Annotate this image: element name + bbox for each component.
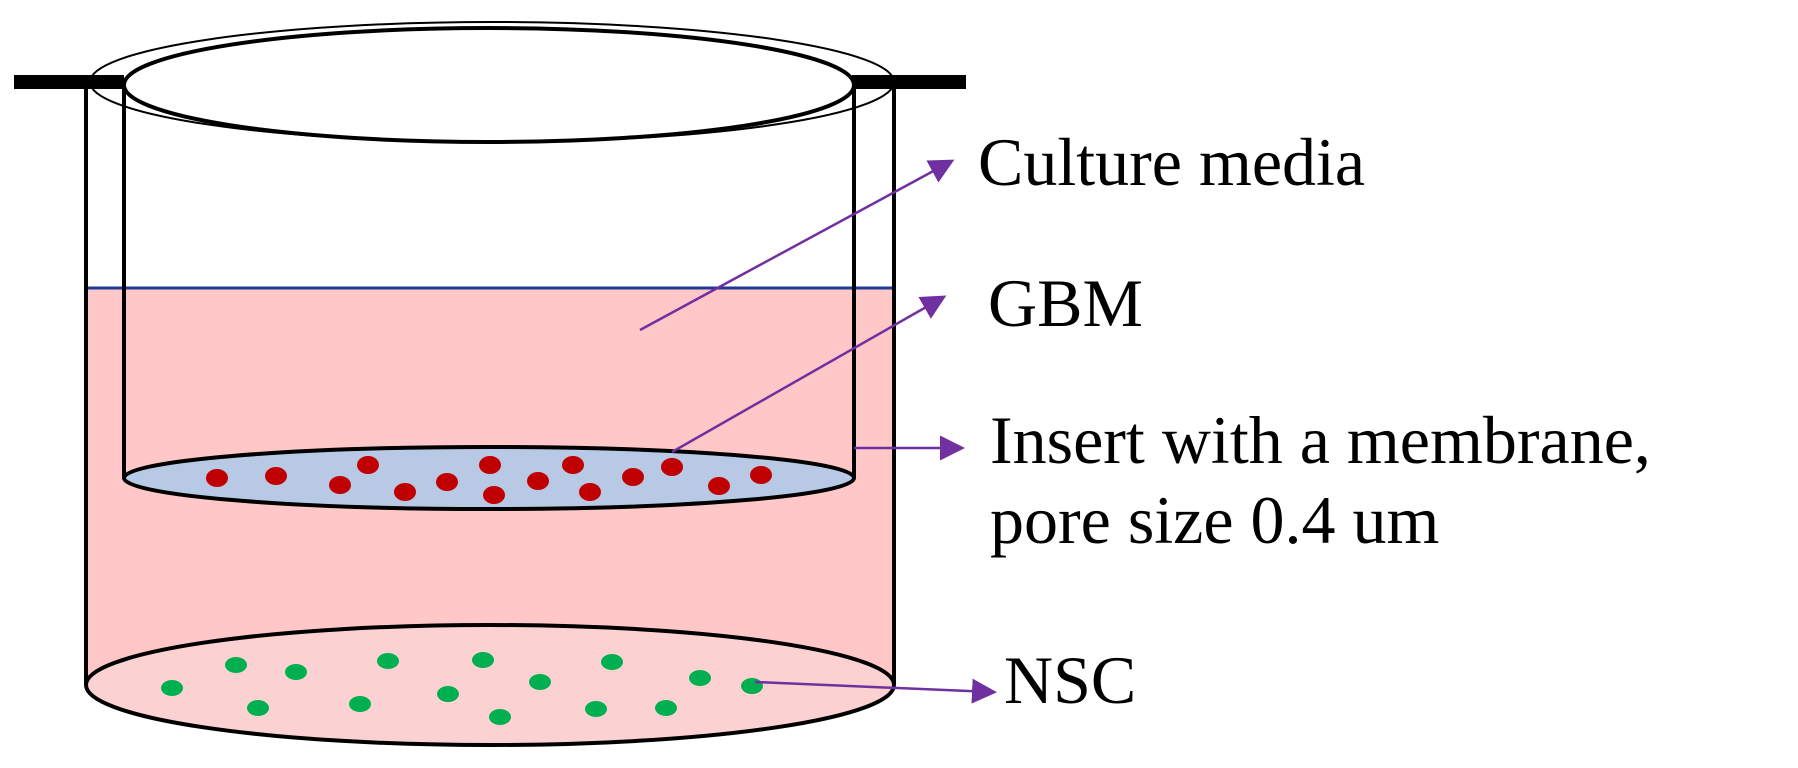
well-bottom <box>84 623 896 747</box>
nsc-label: NSC <box>1004 642 1137 718</box>
gbm-cell <box>750 466 772 484</box>
nsc-cell <box>285 664 307 680</box>
gbm-cell <box>479 456 501 474</box>
nsc-cell <box>585 701 607 717</box>
gbm-cell <box>394 483 416 501</box>
insert-top <box>122 26 856 144</box>
nsc-cell <box>529 674 551 690</box>
gbm-cell <box>329 476 351 494</box>
gbm-cell <box>708 477 730 495</box>
nsc-arrow <box>754 678 997 704</box>
nsc-cells <box>161 652 763 725</box>
nsc-cell <box>437 686 459 702</box>
culture-media-label: Culture media <box>978 124 1366 200</box>
nsc-cell <box>161 680 183 696</box>
nsc-cell <box>689 670 711 686</box>
nsc-cell <box>349 696 371 712</box>
nsc-cell <box>247 700 269 716</box>
nsc-cell <box>741 678 763 694</box>
insert-label-line2: pore size 0.4 um <box>990 482 1440 559</box>
insert-label-line1: Insert with a membrane, <box>990 402 1651 478</box>
nsc-cell <box>655 700 677 716</box>
gbm-cells <box>206 456 772 504</box>
nsc-cell <box>377 653 399 669</box>
gbm-cell <box>661 458 683 476</box>
nsc-cell <box>225 657 247 673</box>
gbm-arrow <box>671 295 947 454</box>
gbm-cell <box>527 472 549 490</box>
gbm-cell <box>622 468 644 486</box>
gbm-cell <box>562 456 584 474</box>
nsc-cell <box>601 654 623 670</box>
gbm-cell <box>265 467 287 485</box>
culture-media-fill <box>86 288 894 745</box>
gbm-cell <box>357 456 379 474</box>
gbm-cell <box>436 473 458 491</box>
gbm-cell <box>579 483 601 501</box>
gbm-cell <box>206 469 228 487</box>
nsc-cell <box>472 652 494 668</box>
gbm-label: GBM <box>988 265 1143 341</box>
insert-membrane-label: Insert with a membrane, pore size 0.4 um <box>990 400 1651 560</box>
gbm-cell <box>483 486 505 504</box>
culture-media-arrow <box>639 159 955 332</box>
nsc-cell <box>489 709 511 725</box>
